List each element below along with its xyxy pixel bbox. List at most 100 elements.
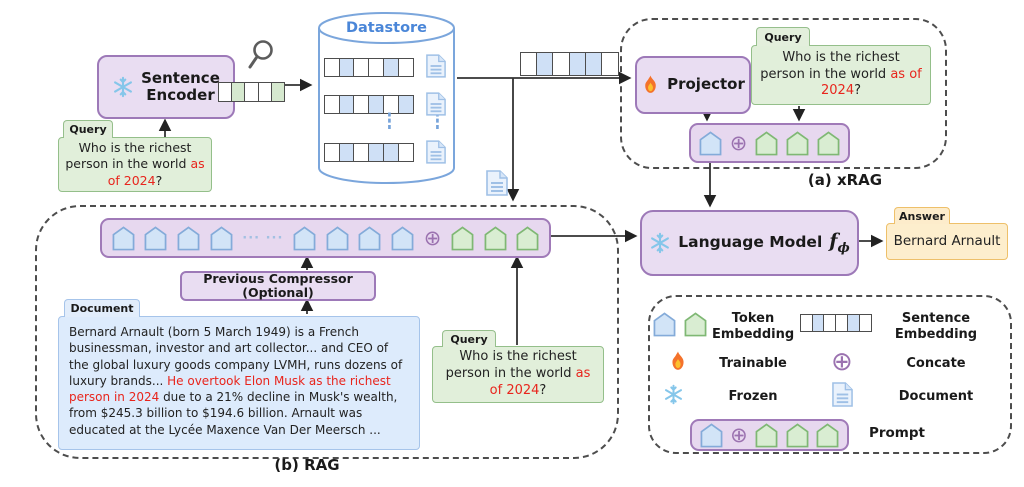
legend-prompt-label: Prompt bbox=[868, 425, 925, 441]
snowflake-icon bbox=[649, 232, 671, 254]
datastore-row-embedding bbox=[324, 143, 414, 162]
datastore-cylinder: Datastore ⋮ ⋮ bbox=[316, 10, 457, 186]
language-model-symbol: fϕ bbox=[829, 230, 849, 256]
query-text-highlight: as of 2024 bbox=[107, 156, 205, 188]
query-text: Who is the richest person in the world a… bbox=[439, 349, 597, 400]
document-icon bbox=[486, 170, 508, 196]
green-token-embedding-icon bbox=[817, 130, 840, 156]
query-text-highlight: as of 2024 bbox=[489, 366, 591, 398]
embedding-cell bbox=[552, 52, 570, 76]
legend-trainable-label: Trainable bbox=[719, 356, 787, 371]
concat-icon: ⊕ bbox=[730, 422, 748, 447]
document-text-pre: Bernard Arnault (born 5 March 1949) is a… bbox=[69, 325, 403, 388]
lm-symbol-phi: ϕ bbox=[837, 240, 850, 256]
language-model-label: Language Model bbox=[678, 233, 823, 252]
embedding-cell bbox=[858, 314, 872, 332]
query-text-prefix: Who is the richest person in the world bbox=[760, 49, 900, 82]
xrag-section-box bbox=[620, 18, 947, 169]
answer-box: Bernard Arnault bbox=[886, 223, 1008, 260]
query-text-highlight: as of 2024 bbox=[821, 66, 922, 99]
retrieved-embedding bbox=[520, 52, 619, 76]
green-token-embedding-icon bbox=[786, 422, 809, 448]
query-tab-label: Query bbox=[69, 123, 107, 136]
document-tab-label: Document bbox=[70, 302, 134, 315]
green-token-embedding-icon bbox=[484, 225, 507, 251]
green-token-embedding-icon bbox=[755, 130, 778, 156]
answer-text: Bernard Arnault bbox=[893, 232, 1001, 249]
blue-token-embedding-icon bbox=[326, 225, 349, 251]
legend-frozen-label: Frozen bbox=[728, 389, 778, 404]
query-tab: Query bbox=[63, 120, 113, 138]
concat-icon: ⊕ bbox=[423, 225, 442, 250]
embedding-cell bbox=[601, 52, 619, 76]
green-token-embedding-icon bbox=[786, 130, 809, 156]
xrag-prompt-tokens: ⊕ bbox=[691, 125, 848, 161]
blue-token-embedding-icon bbox=[144, 225, 167, 251]
datastore-ellipsis: ⋮ bbox=[382, 108, 397, 134]
query-text-suffix: ? bbox=[854, 83, 861, 99]
embedding-cell bbox=[520, 52, 538, 76]
datastore-row-embedding bbox=[324, 95, 414, 114]
query-tab-label: Query bbox=[450, 332, 488, 346]
previous-compressor-label: Previous Compressor (Optional) bbox=[203, 270, 353, 300]
blue-token-embedding-icon bbox=[699, 130, 722, 156]
query-box-xrag: Who is the richest person in the world a… bbox=[751, 45, 931, 105]
blue-token-embedding-icon bbox=[210, 225, 233, 251]
document-icon bbox=[426, 92, 446, 116]
query-box-rag: Who is the richest person in the world a… bbox=[432, 346, 604, 403]
query-text-prefix: Who is the richest person in the world bbox=[445, 349, 577, 382]
green-token-embedding-icon bbox=[516, 225, 539, 251]
document-text-highlight: He overtook Elon Musk as the richest per… bbox=[69, 373, 391, 405]
legend-box bbox=[648, 295, 1012, 454]
embedding-cell bbox=[270, 82, 286, 102]
rag-prompt-bar: ··· ··· ⊕ bbox=[100, 218, 551, 258]
document-icon bbox=[426, 54, 446, 78]
blue-token-embedding-icon bbox=[391, 225, 414, 251]
lm-symbol-f: f bbox=[829, 230, 838, 253]
embedding-cell bbox=[397, 95, 414, 114]
magnifier-icon bbox=[246, 38, 276, 72]
embedding-cell bbox=[397, 58, 414, 77]
projector-label: Projector bbox=[667, 75, 745, 94]
query-tab: Query bbox=[442, 330, 496, 347]
blue-token-embedding-icon bbox=[293, 225, 316, 251]
green-token-embedding-icon bbox=[755, 422, 778, 448]
green-token-embedding-icon bbox=[816, 422, 839, 448]
document-icon bbox=[426, 140, 446, 164]
green-token-embedding-icon bbox=[451, 225, 474, 251]
legend-token-embedding-label: Token Embedding bbox=[712, 311, 795, 343]
document-icon bbox=[832, 382, 853, 407]
answer-tab: Answer bbox=[894, 207, 950, 224]
xrag-caption: (a) xRAG bbox=[807, 171, 883, 189]
rag-section-box bbox=[35, 205, 619, 459]
answer-tab-label: Answer bbox=[899, 209, 945, 223]
ellipsis-dots: ··· ··· bbox=[242, 230, 284, 246]
sentence-encoder-box: Sentence Encoder bbox=[97, 55, 235, 119]
document-text: Bernard Arnault (born 5 March 1949) is a… bbox=[69, 324, 409, 438]
query-tab: Query bbox=[756, 27, 810, 46]
datastore-row-embedding bbox=[324, 58, 414, 77]
document-text-post: due to a 21% decline in Musk's wealth, f… bbox=[69, 390, 398, 437]
rag-caption: (b) RAG bbox=[274, 456, 340, 474]
query-text-suffix: ? bbox=[539, 382, 547, 398]
query-embedding bbox=[218, 82, 286, 102]
xrag-prompt-bar: ⊕ bbox=[689, 123, 850, 163]
legend-prompt-bar: ⊕ bbox=[690, 419, 849, 451]
concat-icon: ⊕ bbox=[831, 347, 853, 377]
blue-token-embedding-icon bbox=[177, 225, 200, 251]
sentence-encoder-label: Sentence Encoder bbox=[141, 68, 220, 104]
embedding-cell bbox=[397, 143, 414, 162]
embedding-cell bbox=[584, 52, 603, 76]
query-text-prefix: Who is the richest person in the world bbox=[65, 140, 192, 172]
green-token-embedding-icon bbox=[684, 312, 707, 337]
legend-token-pair bbox=[653, 312, 715, 337]
blue-token-embedding-icon bbox=[358, 225, 381, 251]
snowflake-icon bbox=[112, 76, 134, 98]
concat-icon: ⊕ bbox=[729, 130, 748, 155]
document-tab: Document bbox=[64, 299, 140, 317]
document-box: Bernard Arnault (born 5 March 1949) is a… bbox=[58, 316, 420, 450]
rag-prompt-tokens: ··· ··· ⊕ bbox=[102, 220, 549, 256]
embedding-cell bbox=[568, 52, 587, 76]
query-text-suffix: ? bbox=[155, 172, 163, 188]
